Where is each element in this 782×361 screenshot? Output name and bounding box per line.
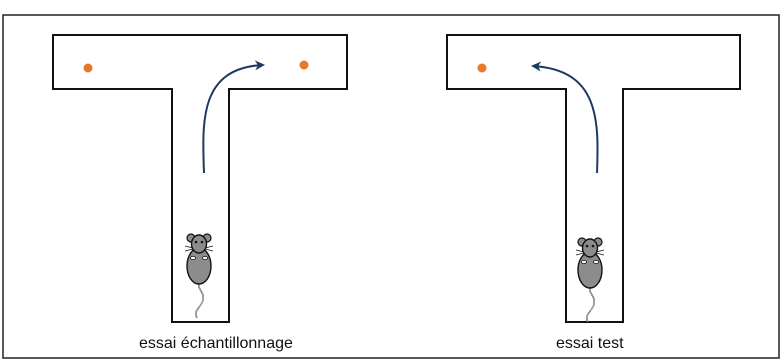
t-maze-left (52, 34, 348, 323)
panel-sample-trial (52, 34, 348, 323)
t-maze-right (446, 34, 741, 323)
path-arrow-icon (202, 60, 265, 174)
reward-dot-icon (477, 63, 487, 73)
reward-dot-icon (299, 60, 309, 70)
caption-test-trial: essai test (556, 335, 624, 352)
reward-dot-icon (83, 63, 93, 73)
path-arrow-icon (531, 61, 599, 174)
caption-sample-trial: essai échantillonnage (139, 335, 293, 352)
figure-frame (2, 14, 780, 359)
panel-test-trial (446, 34, 741, 323)
